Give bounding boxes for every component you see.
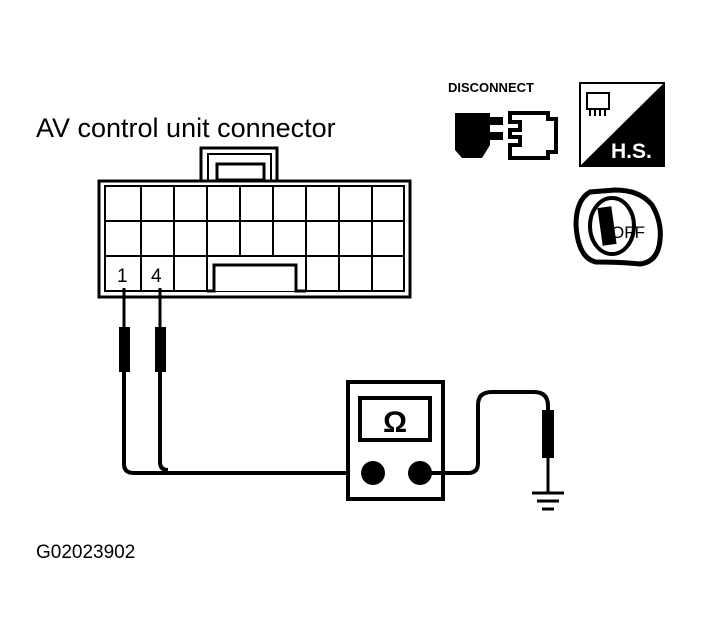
ignition-off-key-icon: OFF bbox=[573, 187, 663, 267]
ground-lead bbox=[420, 390, 554, 492]
connector-title: AV control unit connector bbox=[36, 113, 336, 143]
harness-side-label: H.S. bbox=[611, 140, 652, 163]
ground-icon bbox=[532, 491, 564, 511]
disconnect-icon: DISCONNECT bbox=[448, 80, 558, 160]
pin-4-label: 4 bbox=[151, 266, 162, 287]
meter-terminal-left bbox=[361, 461, 385, 485]
probe-leads bbox=[119, 288, 373, 475]
ignition-off-label: OFF bbox=[611, 223, 645, 242]
disconnect-label: DISCONNECT bbox=[448, 80, 534, 95]
ohmmeter: Ω bbox=[346, 380, 445, 501]
harness-side-icon: H.S. bbox=[579, 82, 665, 167]
figure-id: G02023902 bbox=[36, 542, 135, 563]
ohm-symbol: Ω bbox=[383, 406, 407, 439]
av-control-unit-connector: 1 4 bbox=[97, 146, 412, 299]
pin-1-label: 1 bbox=[117, 266, 128, 287]
